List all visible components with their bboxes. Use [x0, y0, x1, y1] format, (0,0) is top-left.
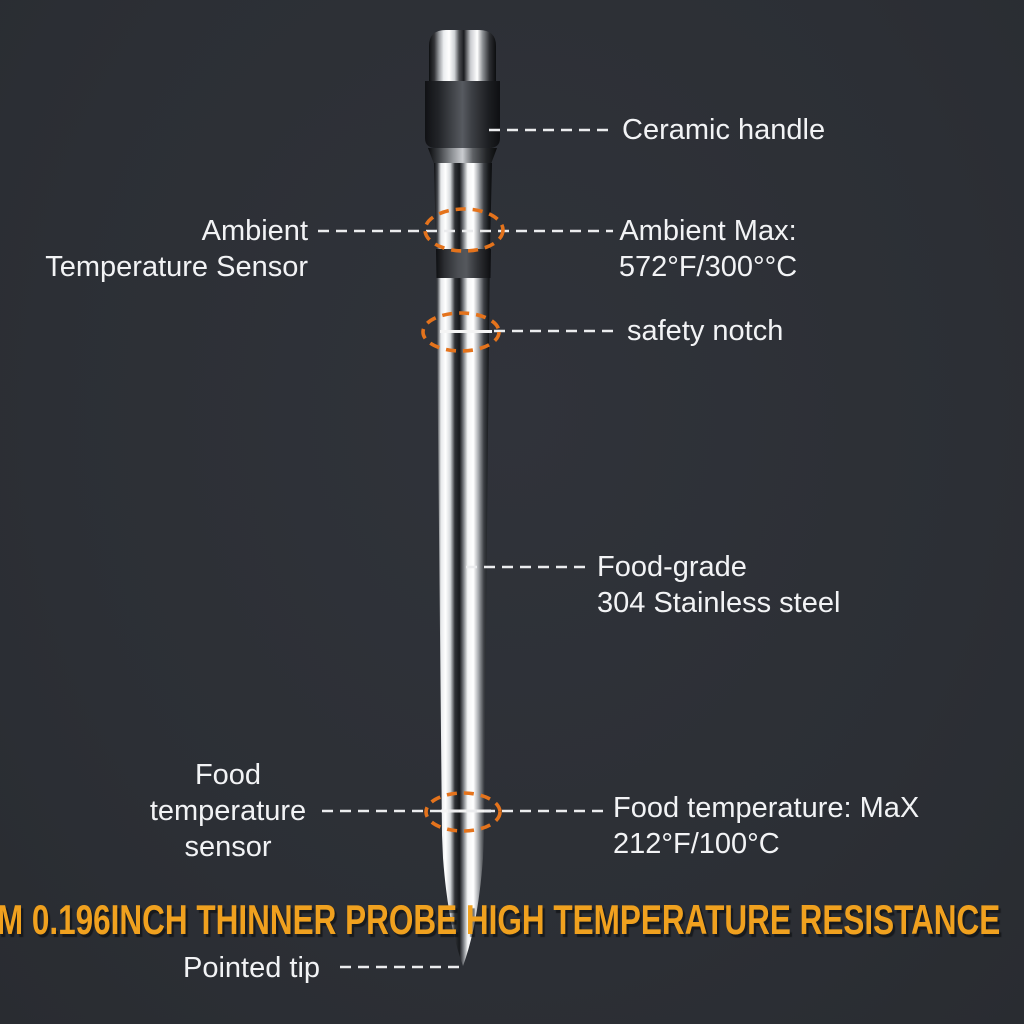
food-temperature-max-label: Food temperature: MaX 212°F/100°C	[613, 790, 919, 862]
food-grade-line2: 304 Stainless steel	[597, 587, 841, 619]
probe-sensor-band	[436, 249, 491, 278]
ambient-temperature-sensor-label: Ambient Temperature Sensor	[45, 213, 308, 285]
safety-notch-label: safety notch	[627, 315, 784, 347]
ceramic-handle-label: Ceramic handle	[622, 114, 826, 146]
ambient-max-line1: Ambient Max:	[619, 215, 797, 247]
highlight-safety-notch	[421, 311, 501, 353]
food-temp-sensor-line3: sensor	[184, 831, 272, 863]
probe-shaft	[434, 163, 492, 966]
food-temperature-sensor-label: Food temperature sensor	[118, 757, 338, 865]
food-grade-line1: Food-grade	[597, 551, 747, 583]
headline-line2: HIGH TEMPERATURE RESISTANCE	[465, 896, 1000, 943]
ambient-sensor-line2: Temperature Sensor	[45, 251, 308, 283]
food-temp-sensor-line2: temperature	[149, 795, 307, 827]
highlight-ambient-sensor	[423, 207, 505, 253]
food-temp-max-line1: Food temperature: MaX	[613, 792, 920, 824]
pointed-tip-label: Pointed tip	[183, 952, 321, 984]
probe-ceramic-handle	[425, 81, 500, 148]
food-grade-label: Food-grade 304 Stainless steel	[597, 549, 840, 621]
headline-banner: 5MM 0.196INCH THINNER PROBE HIGH TEMPERA…	[0, 897, 1000, 943]
food-temp-sensor-line1: Food	[194, 759, 262, 791]
headline-line1: 5MM 0.196INCH THINNER PROBE	[0, 896, 457, 943]
ambient-max-line2: 572°F/300°°C	[618, 251, 798, 283]
probe-chrome-cap	[429, 30, 496, 81]
highlight-food-sensor	[424, 791, 502, 833]
ambient-max-label: Ambient Max: 572°F/300°°C	[588, 213, 828, 285]
probe-neck-ring	[428, 148, 497, 164]
ambient-sensor-line1: Ambient	[201, 215, 308, 247]
food-temp-max-line2: 212°F/100°C	[613, 828, 780, 860]
